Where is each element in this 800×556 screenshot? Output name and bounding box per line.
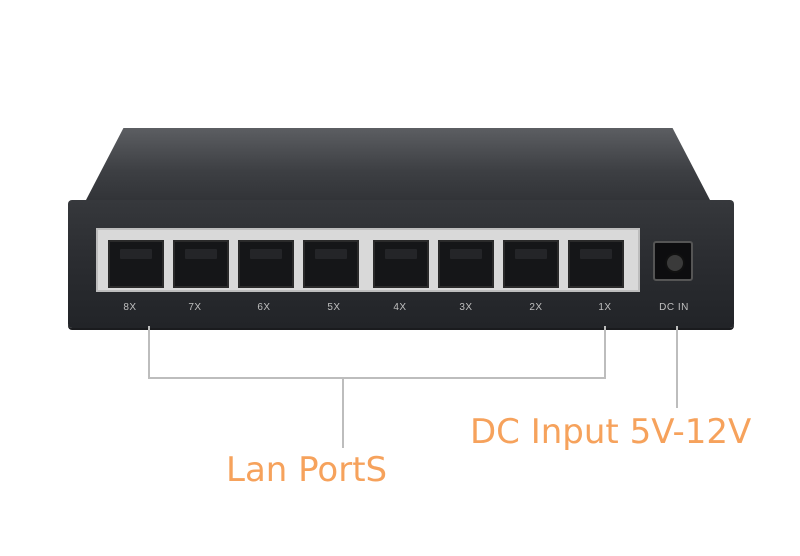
port-label: 1X bbox=[598, 302, 612, 313]
port-label: 5X bbox=[327, 302, 341, 313]
lan-port-1 bbox=[568, 240, 624, 288]
lan-ports-callout: Lan PortS bbox=[226, 450, 388, 490]
port-label: 3X bbox=[459, 302, 473, 313]
switch-top-panel bbox=[86, 128, 710, 200]
dc-label: DC IN bbox=[659, 302, 689, 313]
port-label: 6X bbox=[257, 302, 271, 313]
dc-power-jack bbox=[653, 241, 693, 281]
lan-port-3 bbox=[438, 240, 494, 288]
port-label: 8X bbox=[123, 302, 137, 313]
lan-port-4 bbox=[373, 240, 429, 288]
lan-port-8 bbox=[108, 240, 164, 288]
dc-callout-line bbox=[676, 326, 678, 408]
lan-callout-stem-line bbox=[342, 378, 344, 448]
lan-port-7 bbox=[173, 240, 229, 288]
lan-callout-right-line bbox=[604, 326, 606, 378]
lan-callout-left-line bbox=[148, 326, 150, 378]
lan-port-6 bbox=[238, 240, 294, 288]
port-label: 4X bbox=[393, 302, 407, 313]
lan-port-5 bbox=[303, 240, 359, 288]
lan-callout-bracket-line bbox=[148, 377, 606, 379]
lan-port-2 bbox=[503, 240, 559, 288]
dc-input-callout: DC Input 5V-12V bbox=[470, 412, 752, 452]
port-label: 2X bbox=[529, 302, 543, 313]
port-label: 7X bbox=[188, 302, 202, 313]
